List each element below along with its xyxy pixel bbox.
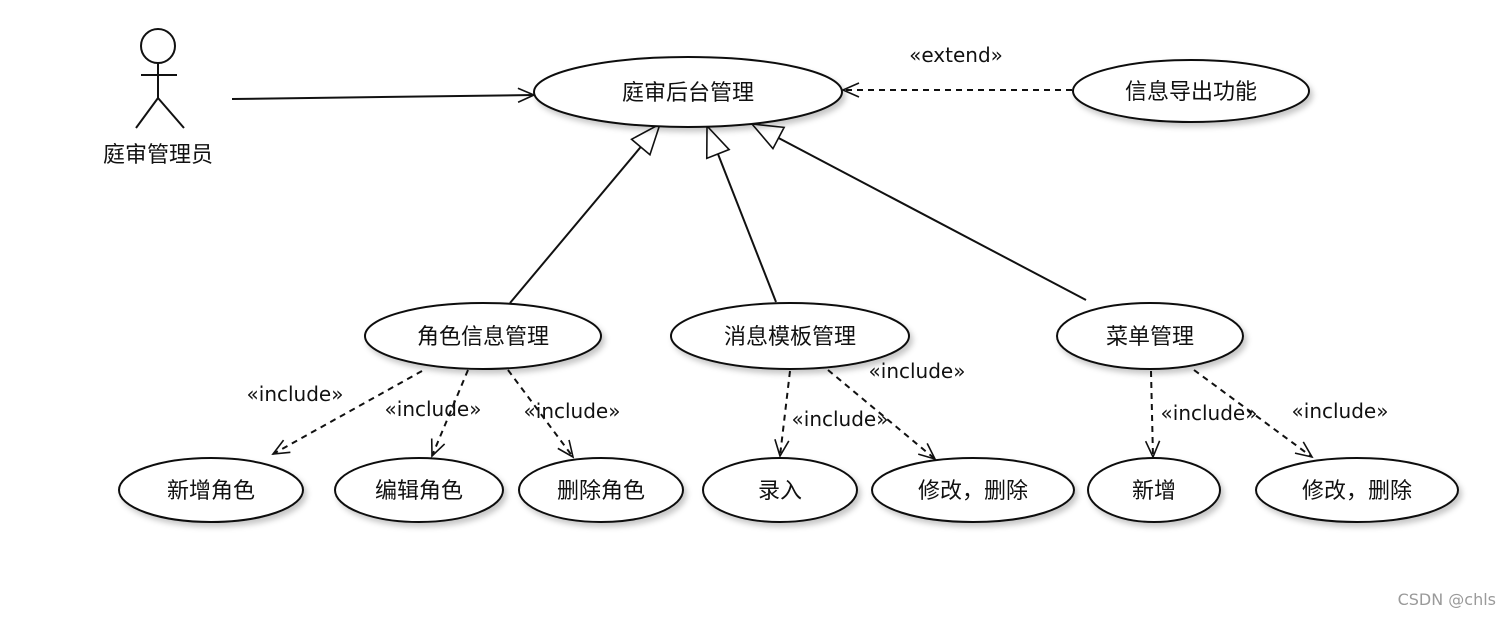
actor-stick-figure: [135, 28, 185, 129]
usecase-delete-role-label: 删除角色: [557, 479, 645, 504]
usecase-export-label: 信息导出功能: [1125, 80, 1257, 105]
usecase-delete-role: [518, 457, 684, 523]
association-actor-main: [231, 87, 536, 103]
usecase-role-mgmt-label: 角色信息管理: [417, 325, 549, 350]
usecase-edit-role: [334, 457, 504, 523]
include-delete-role: [507, 369, 575, 459]
include-label: «include»: [792, 407, 889, 431]
usecase-modify-delete-2: [1255, 457, 1459, 523]
usecase-input-label: 录入: [758, 479, 802, 504]
usecase-add-role: [118, 457, 304, 523]
generalization-msg-tpl-mgmt: [707, 126, 777, 303]
usecase-menu-mgmt: [1056, 302, 1244, 370]
include-label: «include»: [247, 382, 344, 406]
include-modify-delete-1: [827, 369, 937, 461]
usecase-add-label: 新增: [1132, 479, 1176, 504]
usecase-modify-delete-1: [871, 457, 1075, 523]
usecase-menu-mgmt-label: 菜单管理: [1106, 325, 1194, 350]
include-label: «include»: [524, 399, 621, 423]
usecase-main: [533, 56, 843, 128]
usecase-edit-role-label: 编辑角色: [375, 479, 463, 504]
usecase-role-mgmt: [364, 302, 602, 370]
usecase-add-role-label: 新增角色: [167, 479, 255, 504]
usecase-modify-delete-1-label: 修改，删除: [918, 479, 1028, 504]
generalization-menu-mgmt: [752, 124, 1087, 301]
include-label: «include»: [1161, 401, 1258, 425]
include-input: [774, 370, 791, 458]
usecase-export: [1072, 59, 1310, 123]
actor-label: 庭审管理员: [103, 143, 213, 168]
include-modify-delete-2: [1193, 369, 1314, 459]
extend-label: «extend»: [909, 43, 1003, 67]
include-label: «include»: [385, 397, 482, 421]
usecase-msg-tpl-mgmt-label: 消息模板管理: [724, 325, 856, 350]
usecase-modify-delete-2-label: 修改，删除: [1302, 479, 1412, 504]
usecase-msg-tpl-mgmt: [670, 302, 910, 370]
include-label: «include»: [1292, 399, 1389, 423]
usecase-input: [702, 457, 858, 523]
include-label: «include»: [869, 359, 966, 383]
include-add: [1144, 370, 1161, 459]
usecase-add: [1087, 457, 1221, 523]
usecase-main-label: 庭审后台管理: [622, 81, 754, 106]
include-edit-role: [430, 369, 469, 458]
watermark: CSDN @chls: [1398, 590, 1496, 609]
generalization-role-mgmt: [509, 124, 660, 304]
